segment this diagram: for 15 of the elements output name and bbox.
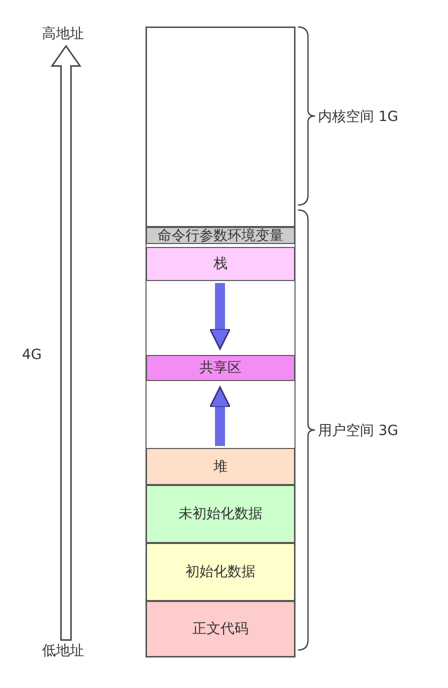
memory-segment-box: 堆: [146, 448, 295, 485]
region-label: 用户空间 3G: [318, 422, 398, 440]
address-label: 高地址: [42, 25, 84, 43]
memory-segment-box: 栈: [146, 247, 295, 281]
memory-segment-box: 未初始化数据: [146, 485, 295, 543]
memory-segment-box: 共享区: [146, 355, 295, 381]
memory-region-box: [146, 27, 295, 227]
arrow: [209, 283, 231, 350]
address-label: 低地址: [42, 642, 84, 660]
arrow: [209, 386, 231, 446]
memory-segment-box: 正文代码: [146, 601, 295, 657]
memory-segment-box: 命令行参数环境变量: [146, 227, 295, 244]
memory-segment-box: 初始化数据: [146, 543, 295, 601]
region-label: 内核空间 1G: [318, 108, 398, 126]
size-label: 4G: [22, 347, 42, 363]
